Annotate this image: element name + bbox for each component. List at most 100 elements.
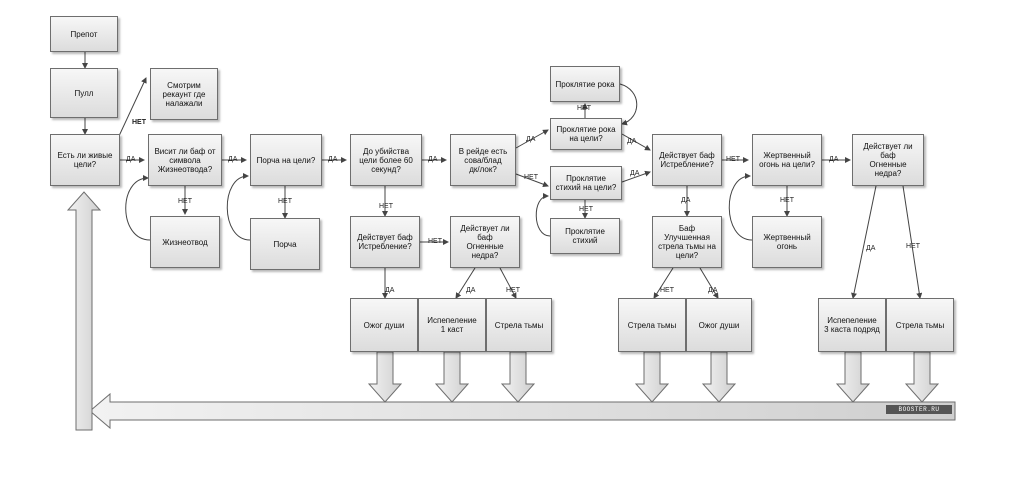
edge-immolate-immolate-q-loop bbox=[728, 173, 753, 241]
node-fiery-core-q2-label: Действует ли баф Огненные недра? bbox=[863, 142, 913, 178]
node-curse-doom-q: Проклятие рока на цели? bbox=[550, 118, 622, 150]
edge-label-fiery2-yes: ДА bbox=[866, 245, 876, 252]
edge-fiery2-shadowbolt3 bbox=[902, 185, 923, 299]
node-prepot-label: Препот bbox=[70, 29, 98, 39]
node-corruption-q-label: Порча на цели? bbox=[256, 155, 316, 165]
edge-doom-q-eradication2 bbox=[621, 133, 651, 151]
edge-label-erad1-yes: ДА bbox=[385, 287, 395, 294]
connectors bbox=[82, 52, 923, 299]
node-incinerate-3: Испепеление 3 каста подряд bbox=[818, 298, 886, 352]
node-shadowbolt-1: Стрела тьмы bbox=[486, 298, 552, 352]
node-eradication-q1: Действует баф Истребление? bbox=[350, 216, 420, 268]
edge-elements-q-eradication2 bbox=[621, 170, 651, 183]
node-lifetap: Жизнеотвод bbox=[150, 216, 220, 268]
drop-arrow-incinerate1 bbox=[434, 351, 470, 403]
edge-label-corruption-yes: ДА bbox=[328, 156, 338, 163]
drop-arrow-incinerate3 bbox=[835, 351, 871, 403]
node-curse-elements-label: Проклятие стихий bbox=[565, 227, 605, 245]
node-incinerate-1: Испепеление 1 каст bbox=[418, 298, 486, 352]
node-shadowbolt-2: Стрела тьмы bbox=[618, 298, 686, 352]
node-lifetap-label: Жизнеотвод bbox=[162, 237, 208, 247]
edge-label-fiery1-no: НЕТ bbox=[506, 287, 520, 294]
node-immolate-label: Жертвенный огонь bbox=[763, 233, 811, 251]
edge-label-isb-no: НЕТ bbox=[660, 287, 674, 294]
node-curse-elements: Проклятие стихий bbox=[550, 218, 620, 254]
node-pull-label: Пулл bbox=[74, 88, 94, 98]
drop-arrows bbox=[367, 351, 940, 403]
node-pull: Пулл bbox=[50, 68, 118, 118]
node-eradication-q2-label: Действует баф Истребление? bbox=[659, 151, 715, 169]
edge-label-alive-no: НЕТ bbox=[132, 119, 146, 126]
node-immolate-q-label: Жертвенный огонь на цели? bbox=[759, 151, 815, 169]
node-kill60-label: До убийства цели более 60 секунд? bbox=[359, 146, 413, 174]
edge-fiery1-incinerate1 bbox=[455, 267, 476, 299]
node-kill60: До убийства цели более 60 секунд? bbox=[350, 134, 422, 186]
node-buff-symbol: Висит ли баф от символа Жизнеотвода? bbox=[148, 134, 222, 186]
drop-arrow-shadowbolt1 bbox=[500, 351, 536, 403]
node-fiery-core-q1-label: Действует ли баф Огненные недра? bbox=[460, 224, 510, 260]
edge-raid-doom-q bbox=[515, 129, 549, 149]
node-fiery-core-q2: Действует ли баф Огненные недра? bbox=[852, 134, 924, 186]
drop-arrow-soulfire2 bbox=[701, 351, 737, 403]
edge-label-erad1-no: НЕТ bbox=[428, 238, 442, 245]
edge-label-corruption-no: НЕТ bbox=[278, 198, 292, 205]
node-buff-symbol-label: Висит ли баф от символа Жизнеотвода? bbox=[154, 146, 216, 174]
edge-alive-recount bbox=[118, 77, 147, 137]
edge-label-kill60-no: НЕТ bbox=[379, 203, 393, 210]
edge-isb-soulfire2 bbox=[699, 267, 719, 299]
node-corruption-q: Порча на цели? bbox=[250, 134, 322, 186]
node-fiery-core-q1: Действует ли баф Огненные недра? bbox=[450, 216, 520, 268]
node-curse-doom-label: Проклятие рока bbox=[555, 79, 615, 89]
node-soulfire-2: Ожог души bbox=[686, 298, 752, 352]
edge-label-doom-yes: ДА bbox=[627, 138, 637, 145]
node-immolate: Жертвенный огонь bbox=[752, 216, 822, 268]
edge-label-symbol-no: НЕТ bbox=[178, 198, 192, 205]
node-soulfire-2-label: Ожог души bbox=[698, 320, 740, 330]
edge-label-immolate-yes: ДА bbox=[829, 156, 839, 163]
edge-label-elements-no: НЕТ bbox=[579, 206, 593, 213]
edge-fiery1-shadowbolt1 bbox=[499, 267, 517, 299]
node-eradication-q2: Действует баф Истребление? bbox=[652, 134, 722, 186]
edge-label-fiery2-no: НЕТ bbox=[906, 243, 920, 250]
edge-label-isb-yes: ДА bbox=[708, 287, 718, 294]
return-pipe-horizontal-arrow bbox=[89, 392, 956, 430]
node-shadowbolt-2-label: Стрела тьмы bbox=[627, 320, 677, 330]
node-eradication-q1-label: Действует баф Истребление? bbox=[357, 233, 413, 251]
node-raid-boomkin-label: В рейде есть сова/блад дк/лок? bbox=[458, 146, 508, 174]
node-curse-doom-q-label: Проклятие рока на цели? bbox=[556, 125, 616, 143]
edge-label-fiery1-yes: ДА bbox=[466, 287, 476, 294]
node-raid-boomkin: В рейде есть сова/блад дк/лок? bbox=[450, 134, 516, 186]
node-shadowbolt-1-label: Стрела тьмы bbox=[494, 320, 544, 330]
edge-label-erad2-yes: ДА bbox=[681, 197, 691, 204]
node-corruption-label: Порча bbox=[273, 239, 297, 249]
edge-curse-elements-elements-q-loop bbox=[535, 193, 551, 237]
return-pipe bbox=[66, 191, 956, 431]
node-incinerate-1-label: Испепеление 1 каст bbox=[427, 316, 477, 334]
edge-corruption-corruption-q-loop bbox=[226, 173, 251, 241]
edge-label-alive-yes: ДА bbox=[126, 156, 136, 163]
node-improved-sb-q: Баф Улучшенная стрела тьмы на цели? bbox=[652, 216, 722, 268]
node-recount: Смотрим рекаунт где налажали bbox=[150, 68, 218, 120]
edge-fiery2-incinerate3 bbox=[851, 185, 877, 299]
node-soulfire-1-label: Ожог души bbox=[363, 320, 405, 330]
node-corruption: Порча bbox=[250, 218, 320, 270]
edge-isb-shadowbolt2 bbox=[653, 267, 674, 299]
node-curse-elements-q: Проклятие стихий на цели? bbox=[550, 166, 622, 200]
edge-lifetap-symbol-loop bbox=[125, 175, 151, 241]
drop-arrow-soulfire1 bbox=[367, 351, 403, 403]
edge-label-raid-yes: ДА bbox=[526, 136, 536, 143]
edge-label-erad2-no: НЕТ bbox=[726, 156, 740, 163]
drop-arrow-shadowbolt3 bbox=[904, 351, 940, 403]
edge-label-kill60-yes: ДА bbox=[428, 156, 438, 163]
drop-arrow-shadowbolt2 bbox=[634, 351, 670, 403]
node-improved-sb-q-label: Баф Улучшенная стрела тьмы на цели? bbox=[658, 224, 716, 260]
node-incinerate-3-label: Испепеление 3 каста подряд bbox=[824, 316, 880, 334]
return-pipe-vertical-arrow bbox=[66, 191, 102, 431]
node-immolate-q: Жертвенный огонь на цели? bbox=[752, 134, 822, 186]
node-curse-doom: Проклятие рока bbox=[550, 66, 620, 102]
edge-label-elements-yes: ДА bbox=[630, 170, 640, 177]
watermark-badge: BOOSTER.RU bbox=[886, 405, 952, 414]
node-recount-label: Смотрим рекаунт где налажали bbox=[162, 80, 206, 108]
